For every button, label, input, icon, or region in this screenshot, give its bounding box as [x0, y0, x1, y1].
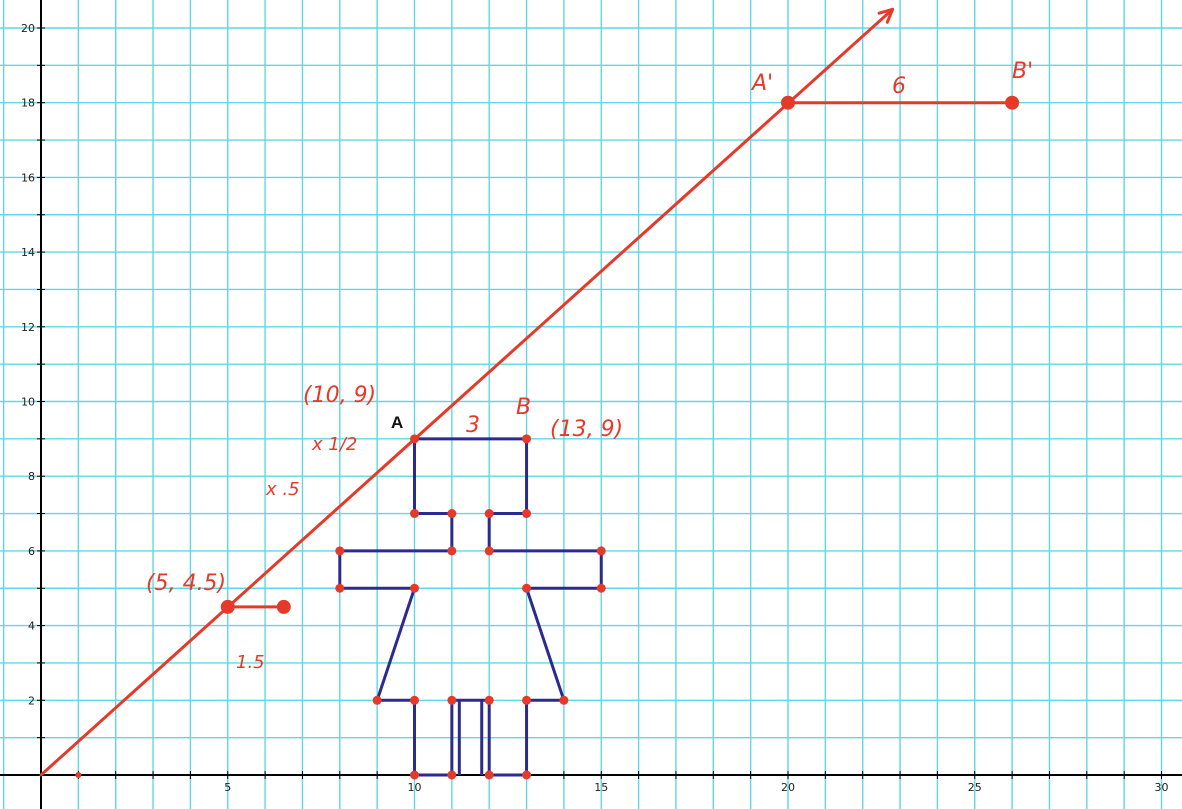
figure-vertex-dot — [522, 434, 532, 444]
figure-vertex-dot — [447, 695, 457, 705]
figure-vertex-dot — [410, 583, 419, 593]
y-tick-label: 2 — [28, 694, 35, 707]
x-tick-label: 20 — [781, 781, 795, 794]
figure-vertex-dot — [335, 546, 345, 556]
figure-vertex-dot — [522, 695, 532, 705]
figure-vertex-dot — [447, 770, 457, 780]
x-tick-label: 30 — [1155, 781, 1169, 794]
label-scale-fraction: x 1/2 — [311, 434, 357, 455]
big-point — [781, 95, 795, 110]
label-length-prime: 6 — [892, 74, 906, 99]
label-scale-decimal: x .5 — [265, 479, 300, 500]
ray — [39, 7, 895, 777]
big-point — [276, 599, 291, 614]
ray-line — [39, 7, 895, 777]
figure-vertex-dot — [484, 695, 494, 705]
figure-vertex-dot — [596, 546, 606, 556]
figure-vertex-dot — [335, 583, 345, 593]
figure-vertex-dot — [447, 546, 457, 556]
figure-vertex-dot — [522, 583, 532, 593]
label-point-a-prime: A' — [750, 71, 773, 96]
figure-vertex-dot — [522, 770, 532, 780]
y-tick-label: 16 — [21, 171, 35, 184]
label-coord-half: (5, 4.5) — [146, 571, 226, 596]
y-tick-label: 8 — [28, 470, 35, 483]
ray-arrowhead — [877, 7, 895, 24]
figure-vertex-dot — [372, 695, 382, 705]
y-tick-label: 10 — [21, 396, 35, 409]
y-tick-label: 4 — [28, 620, 35, 633]
figure-vertex-dot — [596, 583, 606, 593]
segments — [227, 101, 1013, 609]
points — [75, 95, 1020, 778]
annotations: A B A' B' (10, 9) (13, 9) (5, 4.5) 3 6 1… — [146, 59, 1033, 673]
figure-vertex-dot — [522, 509, 532, 519]
y-tick-label: 12 — [21, 321, 35, 334]
x-tick-label: 5 — [224, 781, 231, 794]
y-tick-label: 18 — [21, 97, 35, 110]
figure-vertex-dot — [410, 770, 419, 780]
label-length-small: 1.5 — [236, 652, 265, 673]
figure-vertex-dot — [410, 434, 419, 444]
figure-vertex-dot — [410, 695, 419, 705]
figure-vertex-dot — [410, 509, 419, 519]
label-point-a: A — [391, 413, 403, 432]
y-tick-label: 6 — [28, 545, 35, 558]
figure-vertex-dot — [559, 695, 569, 705]
figure-vertex-dot — [484, 546, 494, 556]
label-coord-b: (13, 9) — [550, 417, 623, 442]
label-point-b: B — [516, 395, 531, 420]
figure-vertex-dot — [447, 509, 457, 519]
y-tick-label: 14 — [21, 246, 35, 259]
tick-labels: 5 10 15 20 25 30 2 4 6 8 10 12 14 16 18 20 — [21, 22, 1169, 794]
label-point-b-prime: B' — [1012, 59, 1033, 84]
big-point — [1005, 95, 1020, 110]
figure-vertex-dot — [484, 770, 494, 780]
figure-outline — [338, 437, 603, 777]
y-tick-label: 20 — [21, 22, 35, 35]
robot-figure — [335, 434, 606, 780]
figure-vertex-dot — [484, 509, 494, 519]
x-tick-label: 10 — [408, 781, 422, 794]
label-length-ab: 3 — [466, 413, 480, 438]
x-tick-label: 25 — [968, 781, 982, 794]
axis-marker-point — [75, 772, 82, 778]
label-coord-a: (10, 9) — [303, 383, 376, 408]
big-point — [220, 599, 235, 614]
x-tick-label: 15 — [594, 781, 608, 794]
